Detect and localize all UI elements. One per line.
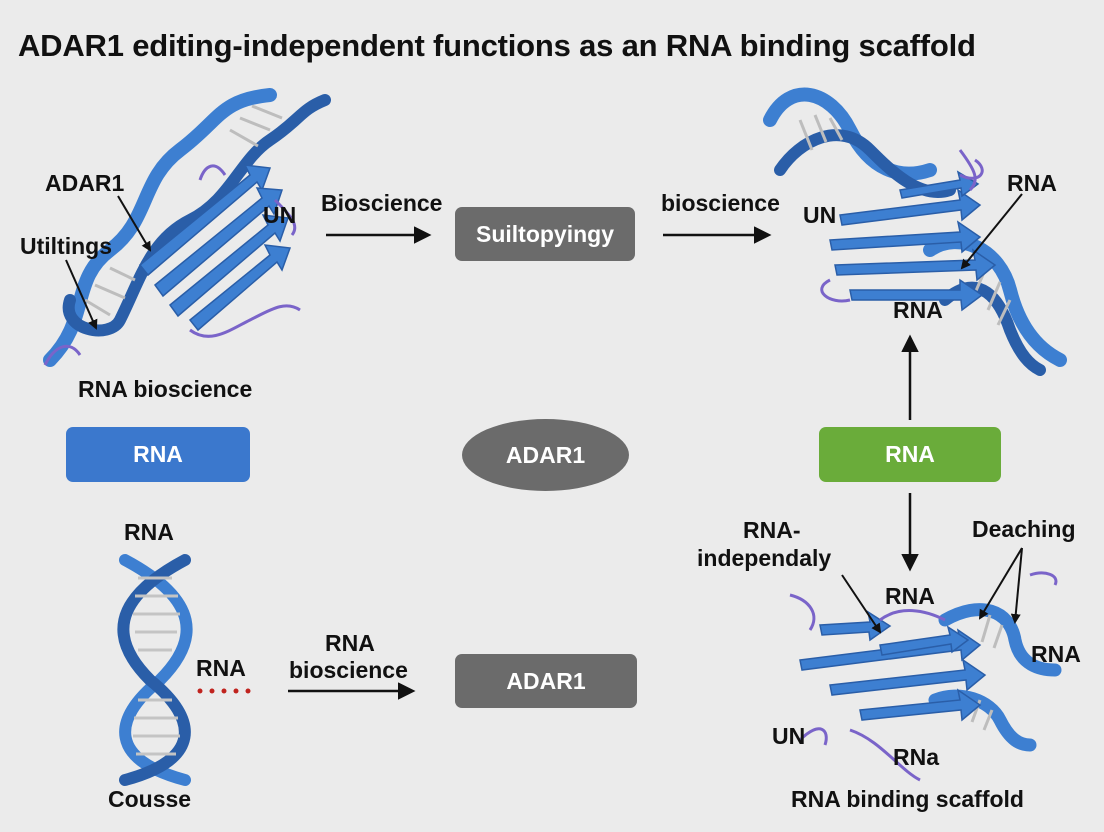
protein-structure-icon: [763, 87, 1067, 376]
arrow-icon: [960, 193, 1023, 270]
label-utiltings: Utiltings: [20, 233, 112, 259]
label-un: UN: [772, 723, 806, 749]
label-rna-lower: RNa: [893, 744, 940, 770]
caption-cousse: Cousse: [108, 786, 192, 812]
arrow-icon: [65, 259, 98, 330]
protein-structure-icon: [43, 88, 331, 367]
diagram-title: ADAR1 editing-independent functions as a…: [18, 28, 976, 63]
process-box: Suiltopyingy: [455, 207, 635, 261]
label-un: UN: [803, 202, 837, 228]
arrow-icon: [1010, 547, 1023, 624]
label-rna-independaly: independaly: [697, 545, 832, 571]
dotted-connector: [197, 688, 251, 694]
label-bioscience-2: bioscience: [661, 190, 780, 216]
rna-box-blue: RNA: [66, 427, 250, 482]
label-rna-independaly: RNA-: [743, 517, 801, 543]
caption-rna-binding-scaffold: RNA binding scaffold: [791, 786, 1024, 812]
adar1-ellipse: ADAR1: [462, 419, 629, 491]
label-rna: RNA: [885, 583, 935, 609]
label-un: UN: [263, 202, 297, 228]
label-rna: RNA: [325, 630, 375, 656]
label-adar1: ADAR1: [45, 170, 125, 196]
label-deaching: Deaching: [972, 516, 1076, 542]
adar1-box: ADAR1: [455, 654, 637, 708]
label-bioscience: bioscience: [289, 657, 408, 683]
caption-rna-bioscience: RNA bioscience: [78, 376, 253, 402]
label-rna: RNA: [1007, 170, 1057, 196]
rna-box-green: RNA: [819, 427, 1001, 482]
dna-helix-icon: [117, 554, 193, 786]
label-bioscience: Bioscience: [321, 190, 443, 216]
label-rna: RNA: [1031, 641, 1081, 667]
arrow-icon: [841, 574, 882, 634]
label-rna: RNA: [124, 519, 174, 545]
label-rna: RNA: [893, 297, 943, 323]
protein-structure-icon: [789, 571, 1062, 782]
label-rna: RNA: [196, 655, 246, 681]
arrow-icon: [117, 195, 152, 252]
arrow-icon: [978, 547, 1023, 620]
